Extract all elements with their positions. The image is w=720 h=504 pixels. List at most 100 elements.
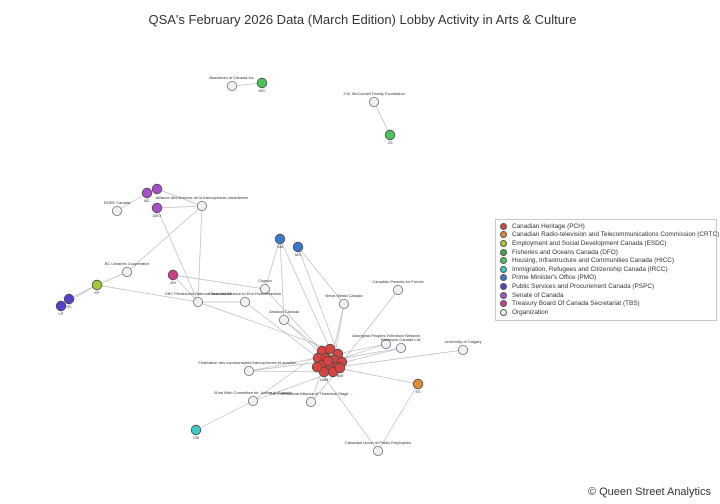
node-o8[interactable]	[239, 296, 250, 307]
node-label-o7: CBC Pensioners National Association	[165, 291, 232, 296]
node-i1[interactable]	[190, 424, 202, 436]
node-p2[interactable]	[55, 300, 67, 312]
edge-o15-k11	[248, 370, 325, 373]
node-label-o14: University of Calgary	[445, 339, 482, 344]
edge-e1-o5	[96, 271, 128, 286]
node-o15[interactable]	[243, 365, 254, 376]
legend-item[interactable]: Employment and Social Development Canada…	[500, 239, 712, 248]
legend-item[interactable]: Fisheries and Oceans Canada (DFO)	[500, 248, 712, 257]
node-label-o11: Canadian Parents for French	[372, 279, 423, 284]
node-label-m2: MS	[295, 252, 301, 257]
node-o4[interactable]	[196, 200, 207, 211]
node-m1[interactable]	[274, 233, 286, 245]
edge-o2-j1	[373, 101, 391, 136]
node-o10[interactable]	[338, 298, 349, 309]
node-o1[interactable]	[226, 81, 237, 92]
node-e1[interactable]	[91, 279, 103, 291]
legend-swatch-icon	[500, 282, 507, 290]
node-label-o18: Canadian Union of Public Employees	[345, 440, 411, 445]
node-k15[interactable]	[322, 355, 334, 367]
node-t1[interactable]	[167, 269, 179, 281]
legend-label: Senate of Canada	[512, 291, 564, 299]
edge-e1-o7	[96, 284, 199, 303]
node-label-m1: SM	[277, 244, 283, 249]
node-h1[interactable]	[256, 77, 268, 89]
node-o13[interactable]	[395, 342, 406, 353]
node-label-c1: SS	[415, 389, 421, 394]
legend-item[interactable]: Treasury Board Of Canada Secretariat (TB…	[500, 299, 712, 308]
edges-layer	[60, 82, 464, 452]
legend-swatch-icon	[500, 308, 507, 316]
edge-m2-o10	[297, 246, 345, 305]
node-s2[interactable]	[151, 183, 163, 195]
node-k14[interactable]	[311, 361, 323, 373]
node-o7[interactable]	[192, 296, 203, 307]
chart-title: QSA's February 2026 Data (March Edition)…	[148, 12, 577, 27]
node-label-o16: B'nai Brith Committee for Justice in Can…	[214, 390, 292, 395]
legend-label: Treasury Board Of Canada Secretariat (TB…	[512, 300, 640, 308]
edge-s3-o7	[156, 207, 199, 303]
node-o3[interactable]	[112, 205, 123, 216]
legend-item[interactable]: Canadian Radio-television and Telecommun…	[500, 231, 719, 240]
edge-t1-o6	[172, 274, 266, 290]
legend-swatch-icon	[500, 291, 507, 299]
legend-item[interactable]: Senate of Canada	[500, 291, 712, 300]
node-o11[interactable]	[392, 284, 403, 295]
node-o14[interactable]	[457, 344, 468, 355]
node-s3[interactable]	[151, 202, 163, 214]
edge-s2-o4	[156, 188, 203, 207]
node-p1[interactable]	[63, 293, 75, 305]
legend-label: Housing, Infrastructure and Communities …	[512, 257, 674, 265]
edge-o4-o7	[197, 205, 203, 303]
node-label-o12: Aboriginal Peoples Television Network	[352, 333, 420, 338]
node-k2[interactable]	[324, 343, 336, 355]
edge-i1-o16	[195, 400, 254, 431]
legend-swatch-icon	[500, 248, 507, 256]
node-label-t1: AH	[170, 280, 176, 285]
edge-o14-k10	[337, 349, 464, 368]
legend-item[interactable]: Public Services and Procurement Canada (…	[500, 282, 712, 291]
legend-item[interactable]: Organization	[500, 308, 712, 317]
node-o16[interactable]	[247, 395, 258, 406]
edge-o7-k2	[197, 301, 331, 350]
edge-o4-o5	[126, 205, 203, 273]
node-m2[interactable]	[292, 241, 304, 253]
legend-swatch-icon	[500, 231, 507, 239]
legend-swatch-icon	[500, 222, 507, 230]
node-label-o2: J.W. McConnell Family Foundation	[343, 91, 405, 96]
edge-m1-o6	[264, 238, 281, 290]
node-label-o3: RDEE Canada	[104, 200, 131, 205]
node-o12[interactable]	[380, 338, 391, 349]
legend-label: Fisheries and Oceans Canada (DFO)	[512, 248, 618, 256]
node-label-h1: HIC	[259, 88, 266, 93]
edge-m1-k2	[279, 238, 331, 350]
legend-label: Public Services and Procurement Canada (…	[512, 282, 655, 290]
node-label-p2: LP	[59, 311, 64, 316]
node-o6[interactable]	[259, 283, 270, 294]
node-o9[interactable]	[278, 314, 289, 325]
legend-item[interactable]: Immigration, Refugees and Citizenship Ca…	[500, 265, 712, 274]
legend-item[interactable]: Prime Minister's Office (PMO)	[500, 274, 712, 283]
node-label-j1: JG	[387, 140, 392, 145]
node-label-o10: News Media Canada	[325, 293, 363, 298]
node-o17[interactable]	[305, 396, 316, 407]
node-o5[interactable]	[122, 266, 133, 277]
node-k13[interactable]	[334, 362, 346, 374]
legend-item[interactable]: Canadian Heritage (PCH)	[500, 222, 712, 231]
node-c1[interactable]	[412, 378, 424, 390]
legend-swatch-icon	[500, 274, 507, 282]
legend-item[interactable]: Housing, Infrastructure and Communities …	[500, 256, 712, 265]
node-s1[interactable]	[141, 187, 153, 199]
edge-m1-o9	[279, 238, 285, 321]
node-o2[interactable]	[368, 97, 379, 108]
node-o18[interactable]	[372, 445, 383, 456]
edge-o11-k7	[341, 289, 399, 363]
node-j1[interactable]	[384, 129, 396, 141]
node-label-o6: Cogeco	[258, 278, 273, 283]
legend-label: Employment and Social Development Canada…	[512, 239, 667, 247]
edge-m2-k3	[297, 246, 339, 355]
legend-label: Canadian Radio-television and Telecommun…	[512, 231, 720, 239]
node-label-s1: BC	[144, 198, 150, 203]
legend-label: Canadian Heritage (PCH)	[512, 222, 585, 230]
